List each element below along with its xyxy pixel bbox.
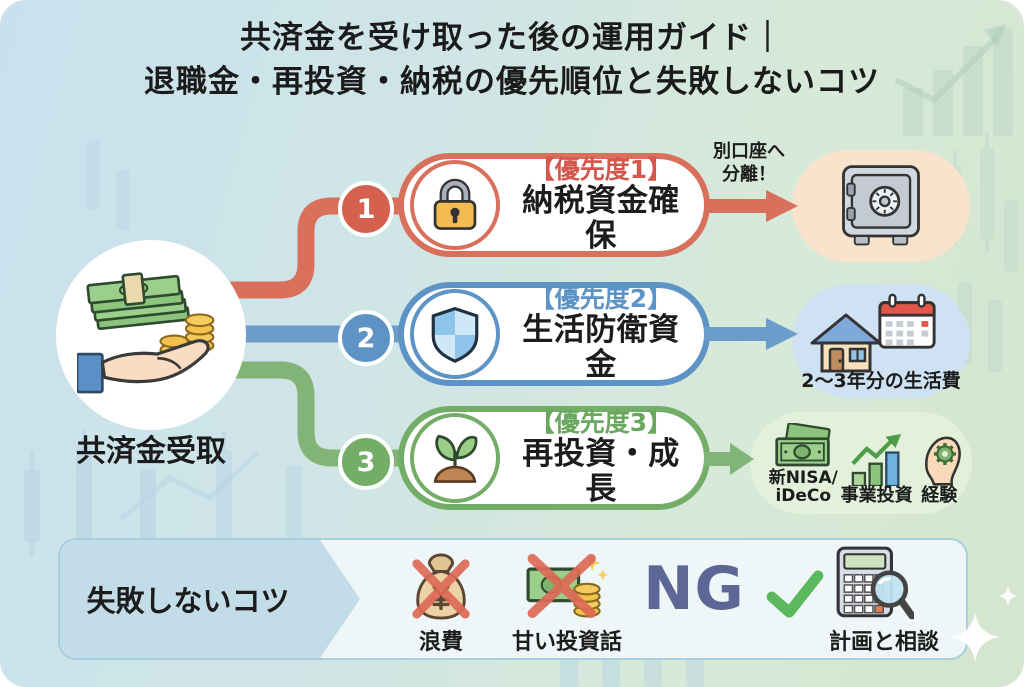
priority2-result-box: 2〜3年分の生活費 [792, 284, 970, 398]
priority3-result-box: 新NISA/ iDeCo 事業投資 経験 [750, 412, 972, 514]
house-icon [810, 313, 882, 373]
priority3-number-circle: 3 [338, 434, 394, 490]
priority3-arrow-icon [704, 443, 754, 475]
priority3-item-business: 事業投資 [841, 420, 913, 506]
sprout-icon [433, 434, 478, 483]
priority1-badge: 【優先度1】 [529, 155, 673, 185]
priority1-arrow-icon [704, 190, 798, 222]
priority1-arrow-note: 別口座へ 分離！ [692, 141, 806, 186]
hand-money-icon [77, 272, 215, 394]
priority3-title: 再投資・成長 [522, 436, 680, 507]
priority3-item-experience-label: 経験 [921, 485, 958, 507]
priority1-note-line1: 別口座へ [713, 141, 785, 162]
tips-label-text: 失敗しないコツ [86, 584, 290, 618]
ng-text: NG [643, 554, 745, 624]
priority3-item-nisa-label-line2: iDeCo [775, 486, 832, 507]
tip-plan-consult-label: 計画と相談 [828, 630, 939, 655]
page-title-line1: 共済金を受け取った後の運用ガイド｜ [240, 20, 784, 56]
priority3-item-nisa: 新NISA/ iDeCo [769, 420, 838, 506]
check-icon [766, 570, 824, 618]
source-circle [56, 240, 246, 430]
sweet-investment-icon [526, 553, 608, 619]
priority2-result-caption: 2〜3年分の生活費 [801, 370, 961, 392]
priority3-text: 【優先度3】 再投資・成長 [508, 408, 694, 507]
priority1-text: 【優先度1】 納税資金確保 [508, 155, 694, 254]
priority1-title: 納税資金確保 [522, 183, 680, 254]
priority2-title: 生活防衛資金 [522, 312, 680, 383]
money-bag-icon [412, 553, 470, 620]
page-title-line2: 退職金・再投資・納税の優先順位と失敗しないコツ [144, 64, 880, 101]
tips-box: 失敗しないコツ 浪費 甘い投資話 [58, 538, 968, 660]
bar-chart-icon [850, 434, 901, 487]
money-bill-icon [775, 422, 831, 467]
priority1-note-line2: 分離！ [722, 163, 776, 185]
priority1-number-circle: 1 [338, 181, 394, 237]
sparkle-icon [950, 612, 1000, 662]
lock-icon [433, 178, 477, 230]
calendar-icon [878, 293, 936, 349]
tip-waste-label: 浪費 [418, 630, 463, 655]
priority2-number-circle: 2 [338, 310, 394, 366]
priority2-arrow-icon [704, 318, 798, 350]
priority1-icon-circle [410, 160, 500, 250]
shield-icon [431, 307, 479, 363]
priority3-item-business-label: 事業投資 [840, 485, 913, 507]
priority1-capsule: 【優先度1】 納税資金確保 [398, 153, 710, 257]
source-label: 共済金受取 [76, 434, 226, 469]
priority3-item-nisa-label-line1: 新NISA/ [768, 467, 838, 488]
tips-label-chevron: 失敗しないコツ [60, 540, 360, 658]
priority2-text: 【優先度2】 生活防衛資金 [508, 284, 694, 383]
priority3-capsule: 【優先度3】 再投資・成長 [398, 406, 710, 510]
head-gear-icon [925, 436, 962, 486]
safe-icon [842, 165, 920, 246]
priority1-result-box [792, 150, 970, 262]
tip-sweet-talk-label: 甘い投資話 [511, 630, 622, 655]
sparkle-small-icon [998, 586, 1018, 606]
priority2-icon-circle [410, 289, 500, 379]
page-title: 共済金を受け取った後の運用ガイド｜ 退職金・再投資・納税の優先順位と失敗しないコ… [0, 16, 1024, 104]
priority2-capsule: 【優先度2】 生活防衛資金 [398, 282, 710, 386]
priority3-icon-circle [410, 413, 500, 503]
priority2-badge: 【優先度2】 [529, 284, 673, 314]
calculator-search-icon [836, 546, 914, 620]
priority3-badge: 【優先度3】 [529, 408, 673, 438]
priority3-item-experience: 経験 [915, 420, 963, 506]
